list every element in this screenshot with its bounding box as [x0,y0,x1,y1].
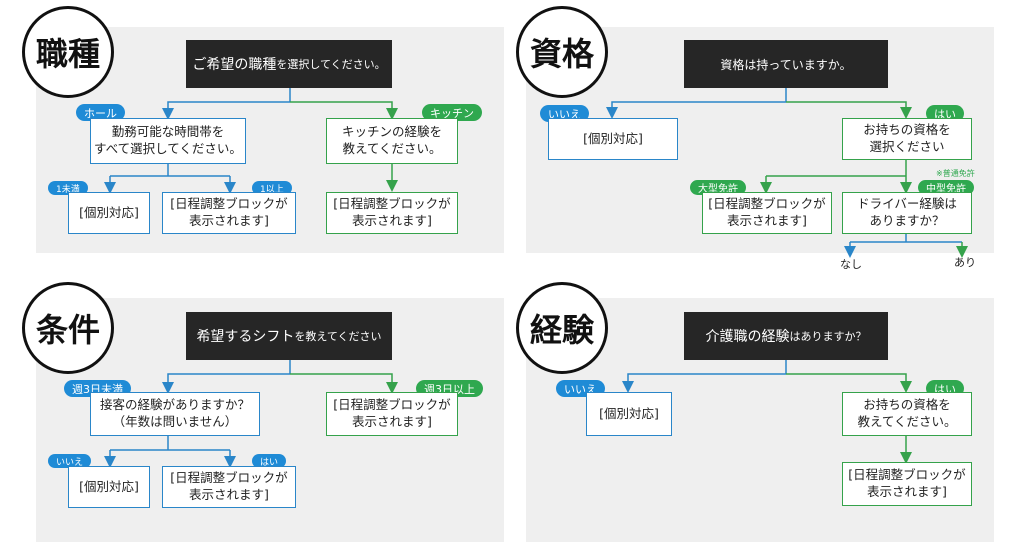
badge-keiken: 経験 [516,282,608,374]
sub-chugata: 中型免許 [918,180,974,195]
box-schedule-2: [日程調整ブロックが 表示されます] [326,192,458,234]
box-schedule-joken-line2: 表示されます] [189,487,269,502]
box-hours-line1: 勤務可能な時間帯を [111,124,225,140]
box-schedule-shikaku: [日程調整ブロックが 表示されます] [702,192,832,234]
question-keiken: 介護職の経験はありますか？ [684,312,888,360]
box-individual-1: [個別対応] [68,192,150,234]
box-hours: 勤務可能な時間帯を すべて選択してください。 [90,118,246,164]
box-schedule-1-line2: 表示されます] [189,213,269,228]
box-schedule-2-line1: [日程調整ブロックが [333,196,451,212]
box-individual-shikaku: [個別対応] [548,118,678,160]
question-keiken-sub: はありますか？ [789,330,867,343]
label-ari: あり [954,256,976,269]
sub-over1: 1以上 [252,181,292,195]
box-schedule-joken-right: [日程調整ブロックが 表示されます] [326,392,458,436]
badge-shokushu: 職種 [22,6,114,98]
box-schedule-1-line1: [日程調整ブロックが [170,196,288,212]
box-select-license: お持ちの資格を 選択ください [842,118,972,160]
box-schedule-shikaku-line2: 表示されます] [727,213,807,228]
box-schedule-keiken: [日程調整ブロックが 表示されます] [842,462,972,506]
box-kitchen-exp: キッチンの経験を 教えてください。 [326,118,458,164]
question-joken-sub: を教えてください [294,330,382,343]
box-schedule-joken-right-line2: 表示されます] [352,414,432,429]
box-driver-line1: ドライバー経験は [857,196,957,212]
box-schedule-joken-right-line1: [日程調整ブロックが [333,397,451,413]
question-shokushu-main: ご希望の職種 [192,57,277,73]
question-joken-main: 希望するシフト [196,329,295,345]
box-kitchen-line2: 教えてください。 [342,141,442,156]
box-driver-exp: ドライバー経験は ありますか？ [842,192,972,234]
question-shokushu: ご希望の職種を選択してください。 [186,40,392,88]
box-schedule-2-line2: 表示されます] [352,213,432,228]
box-hours-line2: すべて選択してください。 [94,141,242,156]
box-tell-license-line1: お持ちの資格を [863,397,951,413]
box-schedule-shikaku-line1: [日程調整ブロックが [708,196,826,212]
box-driver-line2: ありますか？ [869,213,945,228]
branch-yes-shikaku: はい [926,105,964,122]
box-kitchen-line1: キッチンの経験を [341,124,442,140]
note-futsu: ※普通免許 [936,169,975,178]
box-individual-joken: [個別対応] [68,466,150,508]
branch-hall: ホール [76,104,125,121]
box-service-line2: （年数は問いません） [112,414,238,429]
box-tell-license-line2: 教えてください。 [857,414,957,429]
box-service-exp: 接客の経験がありますか？ （年数は問いません） [90,392,260,436]
question-joken: 希望するシフトを教えてください [186,312,392,360]
branch-kitchen: キッチン [422,104,482,121]
branch-no-shikaku: いいえ [540,105,589,122]
box-individual-keiken: [個別対応] [586,392,672,436]
question-keiken-main: 介護職の経験 [705,329,790,345]
box-schedule-keiken-line2: 表示されます] [867,484,947,499]
sub-hai-joken: はい [252,454,287,468]
question-shikaku: 資格は持っていますか。 [684,40,888,88]
box-schedule-joken-line1: [日程調整ブロックが [170,470,288,486]
box-select-license-line2: 選択ください [869,139,945,154]
box-schedule-keiken-line1: [日程調整ブロックが [848,467,966,483]
sub-under1: 1未満 [48,181,88,195]
box-tell-license: お持ちの資格を 教えてください。 [842,392,972,436]
sub-ogata: 大型免許 [690,180,746,195]
badge-shikaku: 資格 [516,6,608,98]
box-schedule-1: [日程調整ブロックが 表示されます] [162,192,296,234]
badge-joken: 条件 [22,282,114,374]
box-select-license-line1: お持ちの資格を [863,122,951,138]
label-nashi: なし [840,258,862,271]
question-shokushu-sub: を選択してください。 [276,58,386,71]
box-schedule-joken: [日程調整ブロックが 表示されます] [162,466,296,508]
sub-iie-joken: いいえ [48,454,92,468]
box-service-line1: 接客の経験がありますか？ [99,397,250,413]
